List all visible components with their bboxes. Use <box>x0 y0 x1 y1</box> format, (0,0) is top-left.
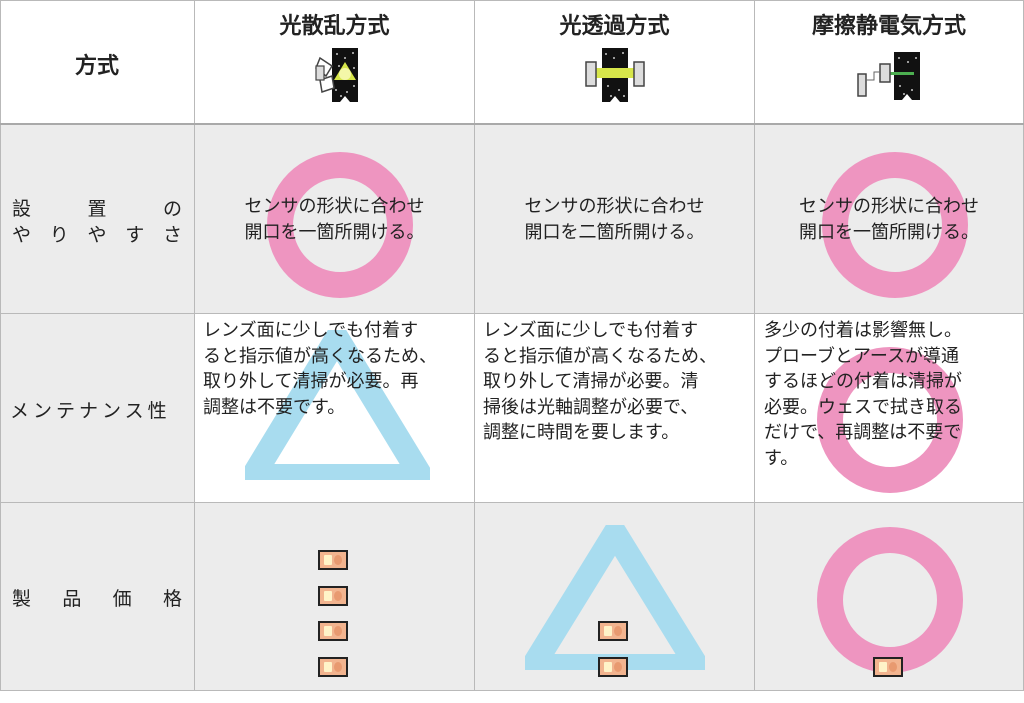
grid-line <box>0 690 1024 691</box>
method-title: 光透過方式 <box>559 14 670 39</box>
row-label-char: の <box>162 198 182 220</box>
yen-bill-icon <box>873 657 903 677</box>
grid-line <box>754 0 755 691</box>
row-label-char: す <box>125 224 145 246</box>
row-label-char: や <box>12 224 32 246</box>
light-scattering-sensor-icon <box>315 48 358 106</box>
yen-bill-icon <box>318 586 348 606</box>
grid-line <box>474 0 475 691</box>
light-transmission-sensor-icon <box>585 48 645 102</box>
method-title: 光散乱方式 <box>279 14 390 39</box>
cell-text: レンズ面に少しでも付着す ると指示値が高くなるため、 取り外して清掃が必要。再 … <box>203 320 437 418</box>
row-label-char: 設 <box>12 198 32 220</box>
row-label-installation: 設 置 の <box>12 194 182 221</box>
grid-line <box>0 313 1024 314</box>
header-row <box>0 0 1024 124</box>
header-divider <box>0 123 1024 125</box>
grid-line <box>0 502 1024 503</box>
triboelectric-probe-icon <box>857 52 920 100</box>
row-label-char: 価 <box>112 588 132 610</box>
cell-text: センサの形状に合わせ 開口を一箇所開ける。 <box>244 196 425 243</box>
grid-line <box>0 0 1024 1</box>
row-label-char: 製 <box>12 588 32 610</box>
cell-text: センサの形状に合わせ 開口を二箇所開ける。 <box>524 196 705 243</box>
row-label-maintenance: メンテナンス性 <box>10 400 171 422</box>
method-title: 摩擦静電気方式 <box>811 14 966 39</box>
yen-bill-icon <box>318 621 348 641</box>
yen-bill-icon <box>598 621 628 641</box>
row-label-char: 品 <box>62 588 82 610</box>
grid-line <box>0 0 1 691</box>
grid-line <box>194 0 195 691</box>
row-label-char: 格 <box>162 588 182 610</box>
row-label-char: や <box>87 224 107 246</box>
yen-bill-icon <box>318 550 348 570</box>
row-label-char: さ <box>162 224 182 246</box>
yen-bill-icon <box>598 657 628 677</box>
row-label-char: り <box>49 224 69 246</box>
row-label-installation-line2: や り や す さ <box>12 220 182 247</box>
cell-text: センサの形状に合わせ 開口を一箇所開ける。 <box>799 196 979 243</box>
row-maintenance-label-bg <box>0 314 195 503</box>
cell-text: 多少の付着は影響無し。 プローブとアースが導通 するほどの付着は清掃が 必要。ウ… <box>764 320 962 469</box>
yen-bill-icon <box>318 657 348 677</box>
row-label-price: 製 品 価 格 <box>12 584 182 611</box>
cell-text: レンズ面に少しでも付着す ると指示値が高くなるため、 取り外して清掃が必要。清 … <box>483 320 717 443</box>
row-label-char: 置 <box>87 198 107 220</box>
corner-label: 方式 <box>74 54 119 79</box>
